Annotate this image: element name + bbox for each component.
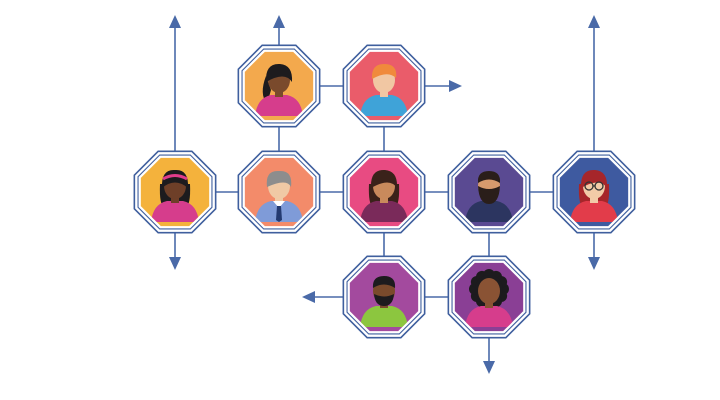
- shirt: [360, 95, 408, 116]
- beard: [478, 186, 500, 204]
- shirt: [465, 201, 513, 222]
- arrow-head-icon: [302, 291, 315, 303]
- person-avatar-icon: [255, 63, 303, 116]
- person-node-man-grey-tie: [237, 150, 321, 234]
- person-node-woman-bob: [342, 150, 426, 234]
- shirt: [465, 306, 513, 327]
- arrow-head-icon: [588, 15, 600, 28]
- person-node-man-green-shirt: [342, 255, 426, 339]
- person-nodes: [133, 44, 636, 339]
- arrow-head-icon: [588, 257, 600, 270]
- person-avatar-icon: [151, 169, 199, 222]
- person-node-man-beard: [447, 150, 531, 234]
- arrow-head-icon: [449, 80, 462, 92]
- arrow-head-icon: [273, 15, 285, 28]
- beard: [374, 294, 394, 306]
- person-avatar-icon: [360, 169, 408, 222]
- shirt: [151, 201, 199, 222]
- person-node-woman-curly: [447, 255, 531, 339]
- shirt: [570, 201, 618, 222]
- person-node-woman-glasses: [552, 150, 636, 234]
- person-avatar-icon: [465, 269, 513, 327]
- person-node-woman-ponytail: [237, 44, 321, 128]
- arrow-head-icon: [483, 361, 495, 374]
- person-avatar-icon: [360, 276, 408, 327]
- arrow-head-icon: [169, 15, 181, 28]
- shirt: [360, 201, 408, 222]
- shirt: [255, 95, 303, 116]
- person-avatar-icon: [255, 170, 303, 222]
- person-avatar-icon: [570, 169, 618, 222]
- person-avatar-icon: [465, 171, 513, 222]
- arrow-head-icon: [169, 257, 181, 270]
- face: [478, 278, 500, 304]
- shirt: [360, 306, 408, 327]
- person-node-woman-headband: [133, 150, 217, 234]
- person-node-man-ginger: [342, 44, 426, 128]
- person-avatar-icon: [360, 64, 408, 116]
